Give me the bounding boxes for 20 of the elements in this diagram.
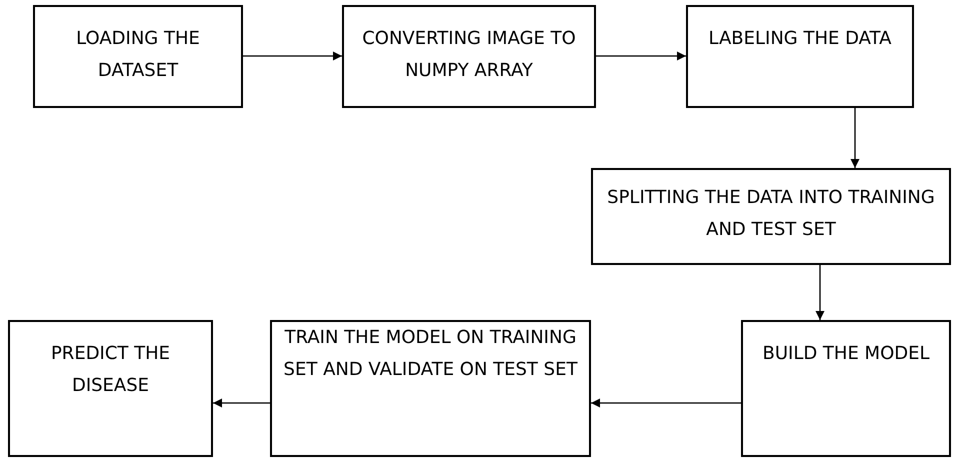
process-box <box>686 5 914 108</box>
process-box <box>8 320 213 457</box>
box-label: TRAIN THE MODEL ON TRAINING SET AND VALIDATE ON TEST SET <box>282 326 578 382</box>
process-box <box>591 168 951 265</box>
arrow <box>591 398 741 408</box>
box-label: LOADING THE DATASET <box>75 27 201 83</box>
arrow <box>243 51 342 61</box>
box-label: PREDICT THE DISEASE <box>50 342 172 398</box>
process-box <box>270 320 591 457</box>
arrow <box>213 398 270 408</box>
box-label: BUILD THE MODEL <box>761 342 931 366</box>
process-box <box>741 320 951 457</box>
arrow <box>596 51 686 61</box>
process-box <box>33 5 243 108</box>
box-label: CONVERTING IMAGE TO NUMPY ARRAY <box>361 27 577 83</box>
box-label: LABELING THE DATA <box>708 27 892 51</box>
box-label: SPLITTING THE DATA INTO TRAINING AND TEST SET <box>606 186 936 242</box>
arrow <box>815 265 825 320</box>
arrow <box>850 108 860 168</box>
process-box <box>342 5 596 108</box>
